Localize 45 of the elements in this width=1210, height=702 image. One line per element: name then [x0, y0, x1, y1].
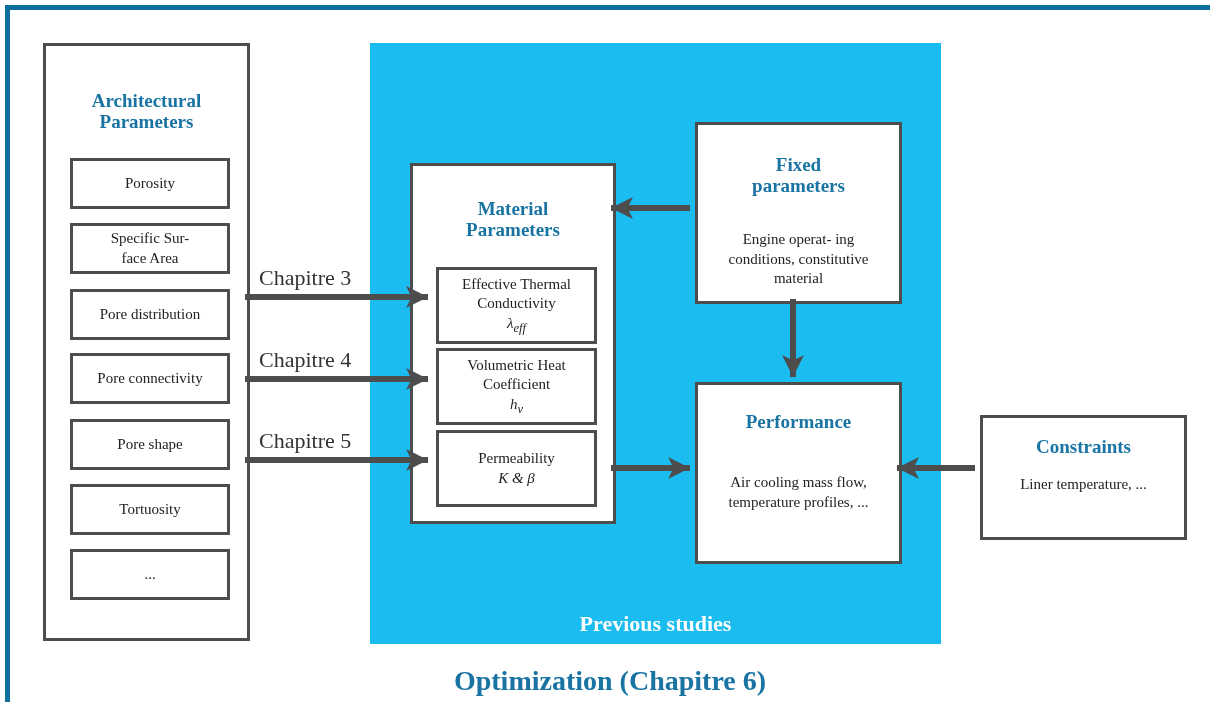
heading: Architectural Parameters: [90, 91, 203, 133]
arrow: [897, 457, 975, 479]
description-text: Engine operat- ing conditions, constitutive material: [727, 230, 870, 288]
parameter-group-box: [410, 163, 616, 524]
symbol-text: h$_{v}$: [509, 394, 524, 418]
parameter-label: ...: [144, 564, 156, 584]
parameter-box: [436, 430, 597, 507]
previous-studies-panel: [370, 43, 941, 644]
optimization-frame: [5, 5, 1210, 702]
parameter-label: Permeability: [478, 449, 555, 468]
parameter-label: Pore shape: [117, 434, 183, 454]
panel-title: Previous studies: [578, 610, 733, 638]
parameter-box: [70, 158, 230, 209]
parameter-label: Porosity: [125, 173, 175, 193]
arrow: [245, 368, 428, 390]
arrow: [782, 299, 804, 377]
parameter-box: [70, 549, 230, 600]
process-box: [695, 122, 902, 304]
parameter-box: [70, 419, 230, 470]
parameter-box: [70, 289, 230, 340]
arrow: [611, 197, 690, 219]
heading: Fixed parameters: [751, 155, 846, 197]
description-text: Air cooling mass flow, temperature profiles, ...: [727, 473, 870, 512]
parameter-label: Pore connectivity: [97, 368, 203, 388]
arrow: [245, 286, 428, 308]
frame-label: Optimization (Chapitre 6): [452, 664, 768, 698]
parameter-label: Tortuosity: [119, 499, 181, 519]
parameter-group-box: [43, 43, 250, 641]
parameter-box: [70, 223, 230, 274]
description-text: Liner temperature, ...: [1019, 475, 1148, 494]
heading: Constraints: [1035, 437, 1132, 458]
process-box: [695, 382, 902, 564]
parameter-label: Specific Sur- face Area: [109, 229, 191, 268]
heading: Material Parameters: [465, 199, 561, 241]
heading: Performance: [744, 412, 853, 433]
symbol-text: λ$_{eff}$: [507, 313, 526, 337]
arrow: [611, 457, 690, 479]
arrow: [245, 449, 428, 471]
symbol-text: K & β: [498, 468, 535, 488]
parameter-box: [70, 484, 230, 535]
parameter-box: [70, 353, 230, 404]
process-box: [980, 415, 1187, 540]
parameter-label: Pore distribution: [99, 304, 201, 324]
parameter-box: [436, 348, 597, 425]
parameter-box: [436, 267, 597, 344]
